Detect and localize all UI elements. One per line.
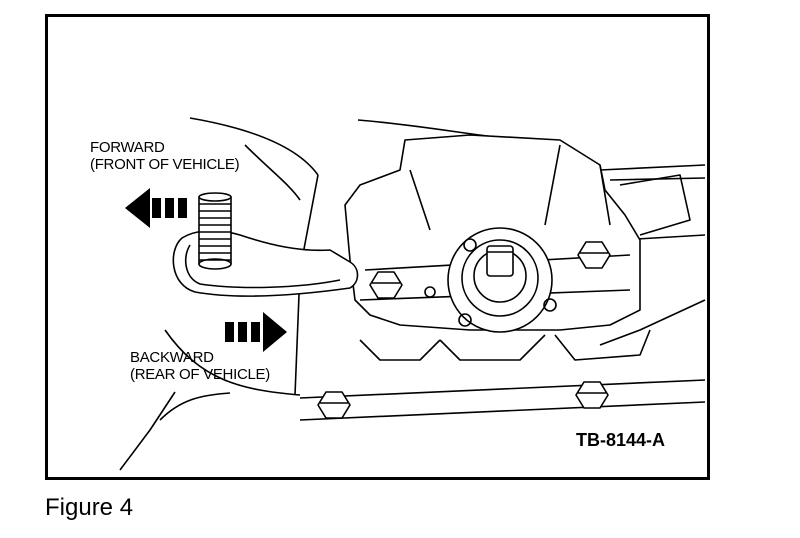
left-arrow-icon xyxy=(125,188,187,228)
drawing-code: TB-8144-A xyxy=(576,430,666,450)
threaded-stud xyxy=(198,192,232,270)
bolt xyxy=(317,391,351,419)
bolt-heads xyxy=(317,241,611,419)
backward-label-line1: BACKWARD xyxy=(130,349,214,366)
backward-label-line2: (REAR OF VEHICLE) xyxy=(130,366,270,383)
bolt xyxy=(575,381,609,409)
right-arrow-icon xyxy=(225,312,287,352)
forward-label-line2: (FRONT OF VEHICLE) xyxy=(90,156,240,173)
bolt xyxy=(577,241,611,269)
bolt xyxy=(369,271,403,299)
figure-caption: Figure 4 xyxy=(45,494,134,521)
forward-label-line1: FORWARD xyxy=(90,139,165,156)
shaft-assembly xyxy=(424,227,557,333)
